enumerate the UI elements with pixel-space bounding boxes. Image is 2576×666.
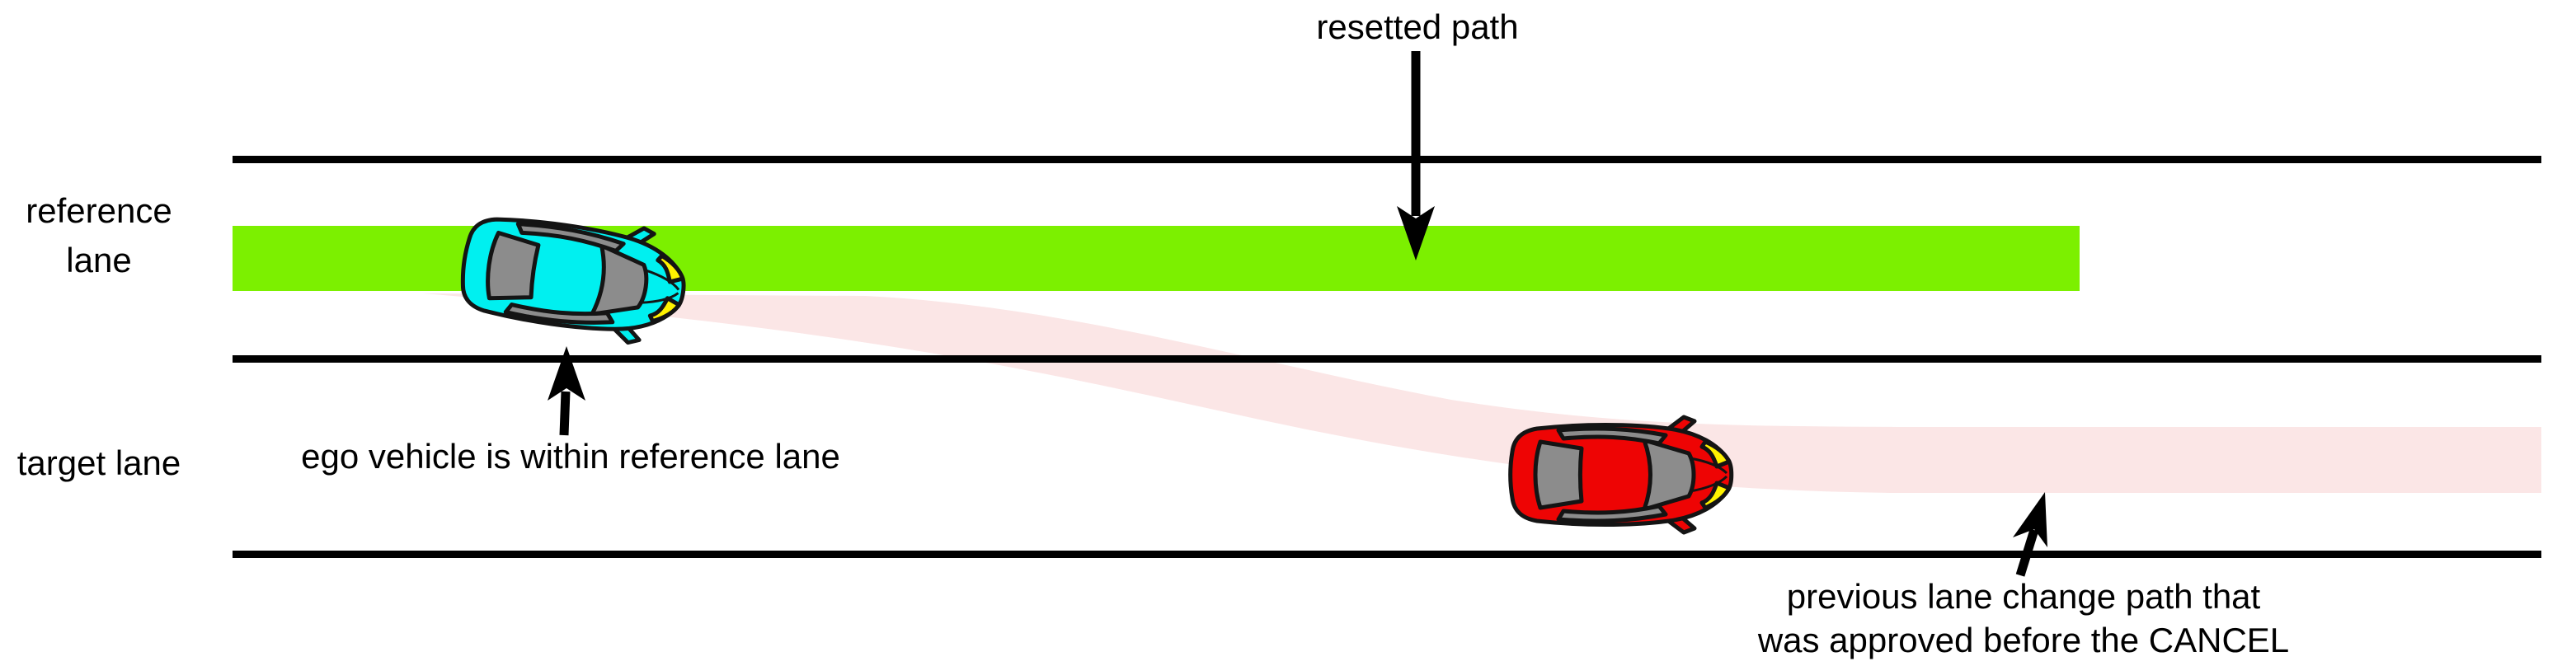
lane-line-bottom [233,551,2541,558]
previous-lane-change-path-band [423,293,2541,493]
target-lane-vehicle [1511,417,1732,532]
cancel-annotation-arrow-head [2013,492,2047,547]
cancel-annotation-label: previous lane change path that was appro… [1757,577,2290,659]
lane-line-middle [233,355,2541,363]
cancel-annotation-arrow-line [2015,528,2039,577]
lane-line-top [233,156,2541,163]
ego-annotation-arrow-head [548,346,585,401]
resetted-path-label: resetted path [1316,7,1519,46]
target-lane-label: target lane [16,443,181,482]
ego-annotation-arrow [548,346,585,436]
ego-annotation-label: ego vehicle is within reference lane [301,437,840,476]
cancel-annotation-arrow [2013,492,2047,577]
resetted-path-arrow [1397,51,1435,260]
reference-lane-label: reference lane [26,191,172,279]
ego-annotation-arrow-line [559,391,571,436]
resetted-path-arrow-head [1397,206,1435,260]
